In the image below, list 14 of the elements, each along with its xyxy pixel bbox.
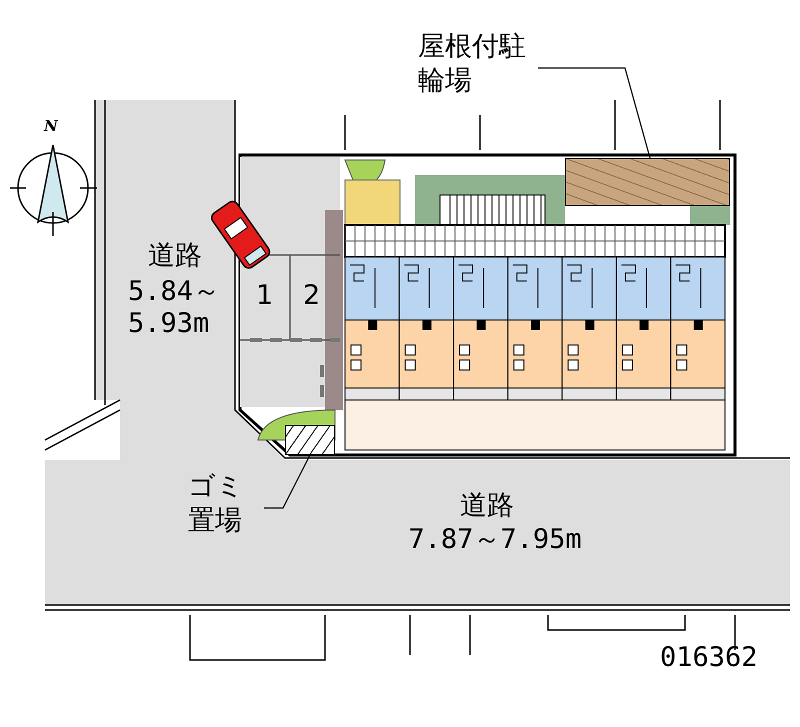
- north-label: N: [44, 118, 60, 135]
- road-name: 道路: [148, 240, 203, 272]
- road-width: 7.87～7.95m: [407, 524, 583, 556]
- parking-number: 1: [256, 280, 274, 312]
- leader-line: [538, 67, 651, 158]
- road-name: 道路: [460, 490, 515, 522]
- callout-text: ゴミ置場: [188, 470, 264, 540]
- bicycle-shelter: [565, 158, 730, 206]
- garbage-area: [285, 425, 335, 455]
- plan-number: 016362: [660, 642, 759, 674]
- parking-number: 2: [303, 280, 322, 312]
- road-width: 5.84～5.93m: [128, 276, 222, 340]
- leader-line: [264, 454, 311, 509]
- callout-text: 屋根付駐輪場: [418, 30, 538, 100]
